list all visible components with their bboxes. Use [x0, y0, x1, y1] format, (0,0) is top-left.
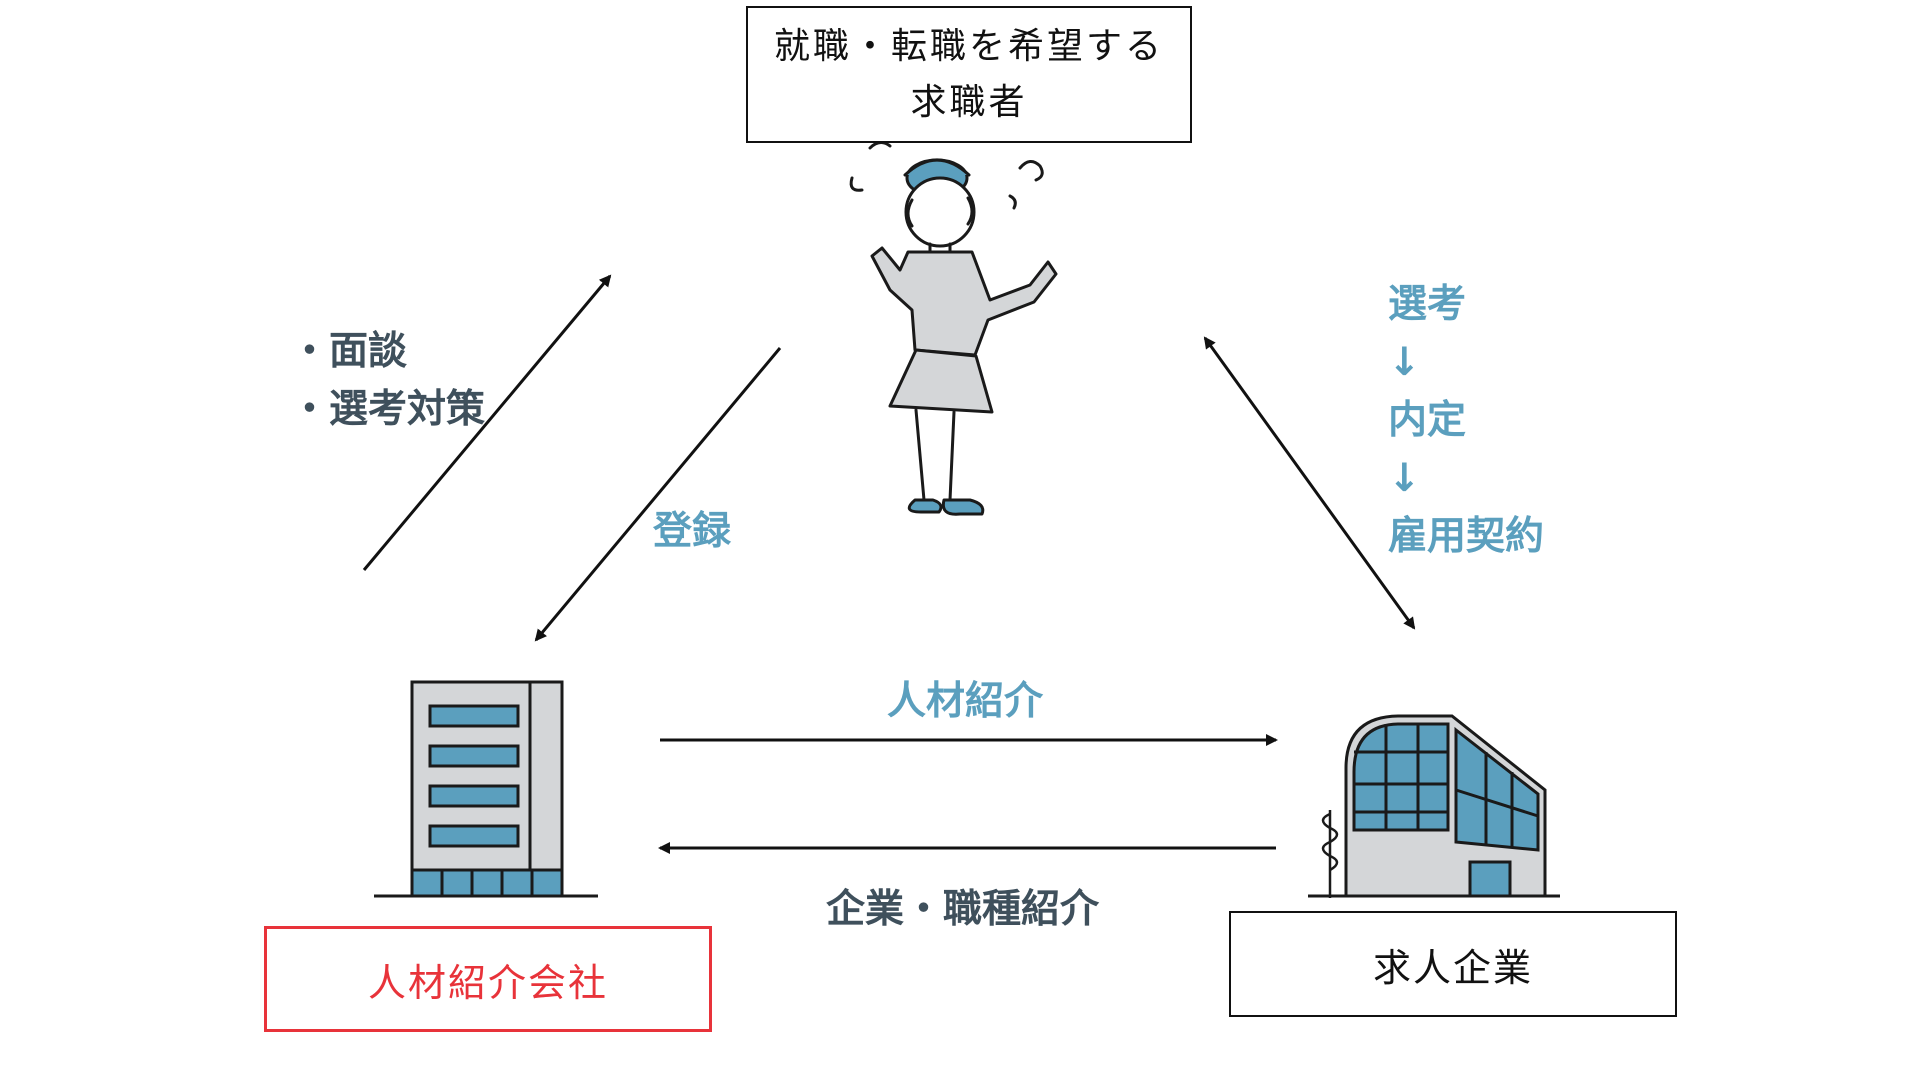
hiring-arrow: [1203, 336, 1416, 630]
jobseeker-line1: 就職・転職を希望する: [773, 25, 1164, 67]
flow-arrow-2: ↓: [1388, 456, 1421, 501]
hr-introduction-label: 人材紹介: [887, 679, 1044, 724]
jobseeker-node: 就職・転職を希望する 求職者: [746, 6, 1192, 143]
registration-arrow: [534, 347, 782, 642]
selection-prep-label: ・選考対策: [290, 387, 486, 432]
agency-node: 人材紹介会社: [264, 926, 712, 1032]
jobseeker-line2: 求職者: [910, 81, 1028, 123]
person-thinking-icon: [849, 141, 1058, 516]
agency-building-icon: [374, 680, 598, 898]
company-label: 求人企業: [1372, 945, 1533, 990]
company-building-icon: [1308, 714, 1560, 898]
interview-arrow: [362, 274, 612, 571]
flow-step-selection: 選考: [1388, 282, 1467, 327]
registration-label: 登録: [653, 509, 732, 554]
hiring-flow-label: 選考 ↓ 内定 ↓ 雇用契約: [1388, 276, 1544, 566]
interview-label: ・面談: [290, 329, 408, 374]
company-node: 求人企業: [1229, 911, 1677, 1017]
flow-arrow-1: ↓: [1388, 340, 1421, 385]
flow-step-offer: 内定: [1388, 398, 1467, 443]
flow-step-contract: 雇用契約: [1388, 514, 1545, 559]
job-introduction-label: 企業・職種紹介: [826, 887, 1100, 932]
agency-label: 人材紹介会社: [367, 960, 608, 1005]
